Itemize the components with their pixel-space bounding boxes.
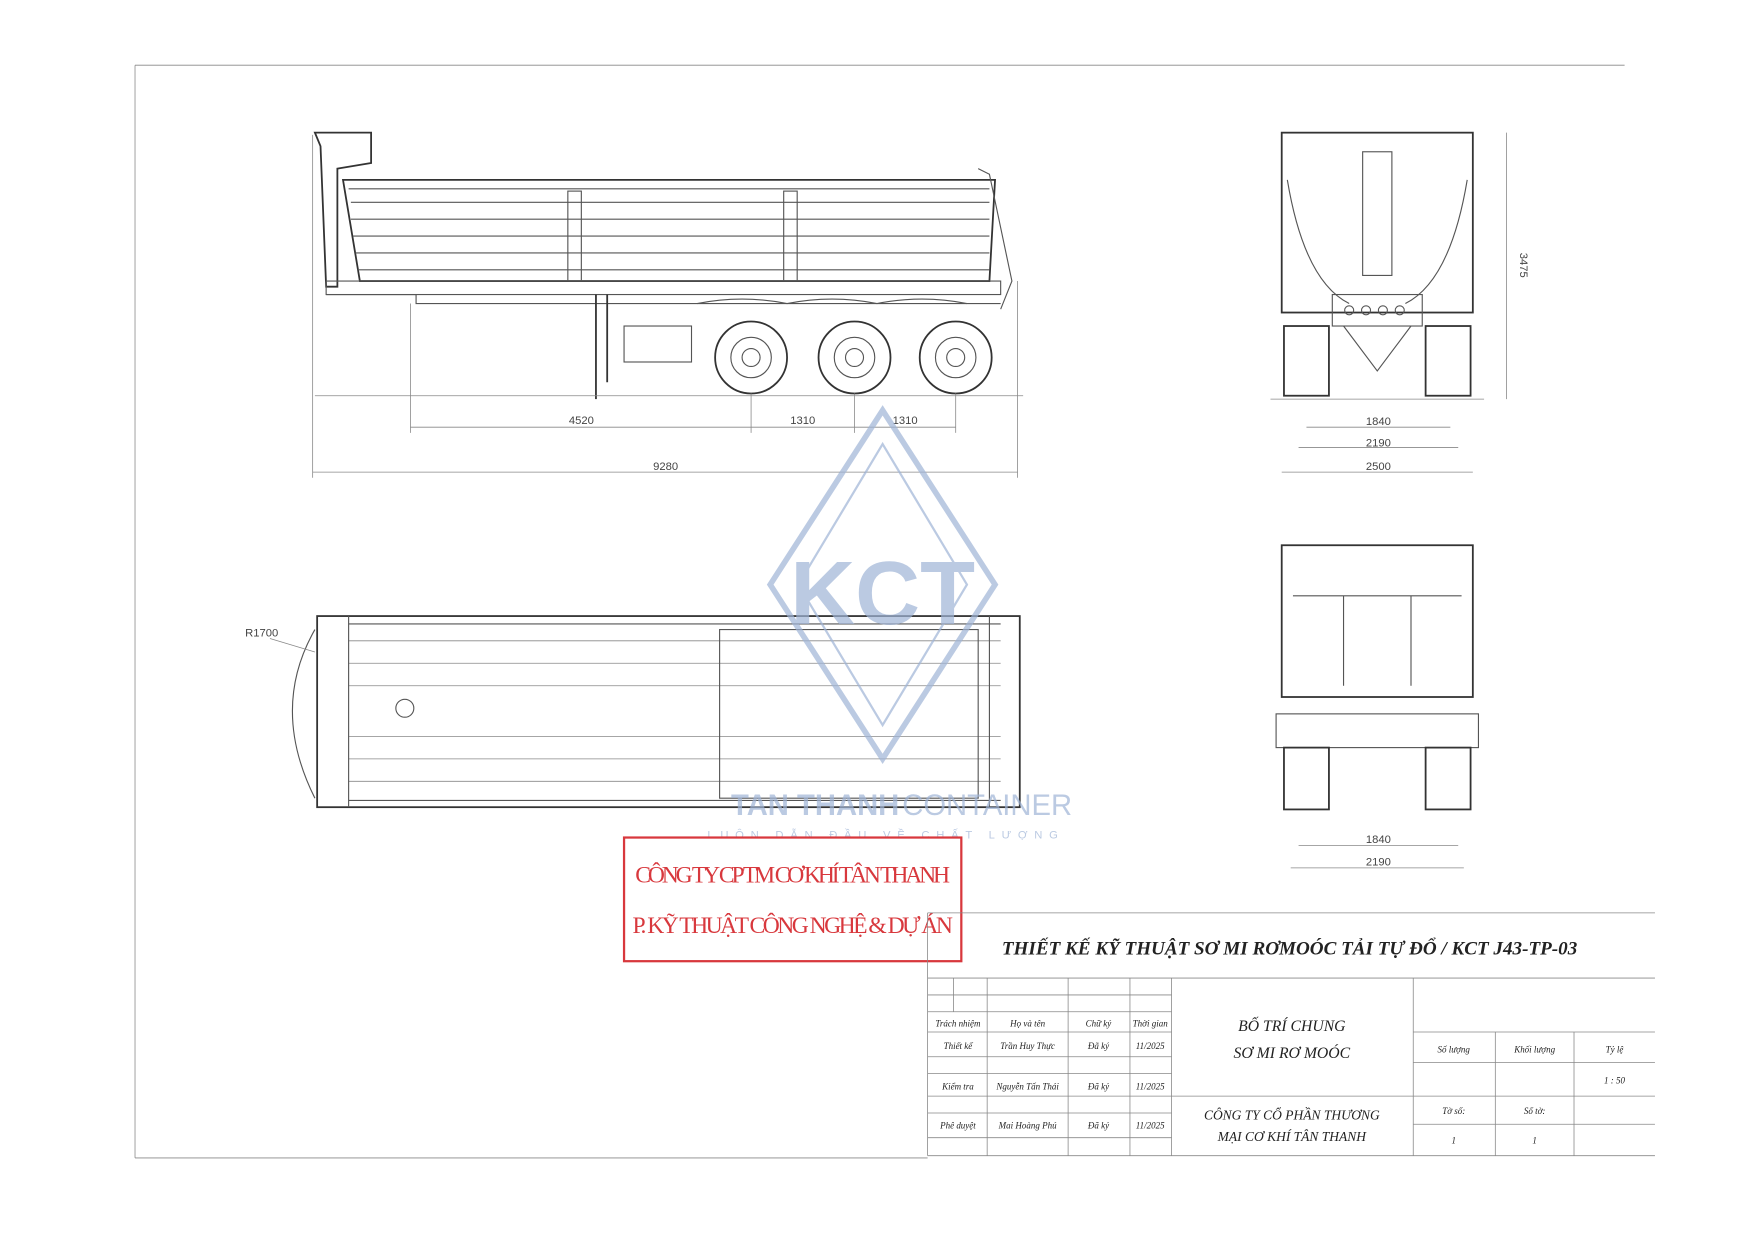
- company-stamp: CÔNG TY CP TM CƠ KHÍ TÂN THANH P. KỸ THU…: [622, 836, 963, 963]
- quantity-label: Số lượng: [1438, 1044, 1471, 1054]
- row-person: Trần Huy Thực: [1000, 1041, 1055, 1051]
- company-name-2: MẠI CƠ KHÍ TÂN THANH: [1217, 1129, 1368, 1144]
- dim-2190-rear: 2190: [1366, 437, 1391, 449]
- header-name: Họ và tên: [1009, 1018, 1045, 1028]
- drawing-name-2: SƠ MI RƠ MOÓC: [1234, 1043, 1351, 1062]
- side-ribs: [350, 190, 990, 282]
- row-role: Phê duyệt: [939, 1121, 976, 1131]
- top-view: R1700: [245, 615, 1021, 809]
- header-responsibility: Trách nhiệm: [935, 1018, 981, 1028]
- dim-1310-b: 1310: [893, 415, 918, 427]
- dim-1840-front: 1840: [1366, 834, 1391, 846]
- row-date: 11/2025: [1136, 1121, 1165, 1131]
- title-block: THIẾT KẾ KỸ THUẬT SƠ MI RƠMOÓC TẢI TỰ ĐỔ…: [927, 912, 1655, 1157]
- watermark-kct: KCT: [790, 544, 975, 644]
- row-date: 11/2025: [1136, 1081, 1165, 1091]
- dim-3475: 3475: [1517, 253, 1529, 278]
- row-signature: Đã ký: [1087, 1041, 1109, 1051]
- dim-9280: 9280: [653, 461, 678, 473]
- company-name-1: CÔNG TY CỔ PHẦN THƯƠNG: [1204, 1108, 1380, 1123]
- mass-label: Khối lượng: [1513, 1044, 1555, 1054]
- side-view: 4520 1310 1310 9280: [312, 131, 1024, 478]
- row-person: Nguyễn Tấn Thái: [995, 1081, 1059, 1091]
- dim-1840-rear: 1840: [1366, 416, 1391, 428]
- rear-dimensions: 1840 2190 2500 3475: [1281, 132, 1529, 473]
- side-dimensions: 4520 1310 1310 9280: [312, 134, 1018, 478]
- row-role: Kiểm tra: [941, 1081, 974, 1091]
- dim-2190-front: 2190: [1366, 857, 1391, 869]
- row-date: 11/2025: [1136, 1041, 1165, 1051]
- radius-label: R1700: [245, 627, 278, 639]
- sheet-number-label: Tờ số:: [1442, 1106, 1465, 1116]
- scale-label: Tỷ lệ: [1606, 1044, 1625, 1054]
- row-person: Mai Hoàng Phú: [998, 1121, 1057, 1131]
- dim-4520: 4520: [569, 415, 594, 427]
- sheet-border: [134, 64, 1625, 1159]
- drawing-name-1: BỐ TRÍ CHUNG: [1238, 1016, 1346, 1035]
- watermark-brand-2: CONTAINER: [902, 790, 1072, 822]
- stamp-line-2: P. KỸ THUẬT CÔNG NGHỆ & DỰ ÁN: [632, 912, 952, 939]
- watermark-brand-1: TAN THANH: [731, 790, 899, 822]
- front-view: 1840 2190: [1275, 544, 1480, 869]
- row-signature: Đã ký: [1087, 1081, 1109, 1091]
- header-date: Thời gian: [1133, 1018, 1169, 1028]
- wheels: [714, 320, 993, 395]
- sheet-number-value: 1: [1451, 1135, 1456, 1145]
- rear-view: 1840 2190 2500 3475: [1270, 131, 1529, 473]
- row-role: Thiết kế: [944, 1041, 975, 1051]
- row-signature: Đã ký: [1087, 1121, 1109, 1131]
- scale-value: 1 : 50: [1604, 1076, 1625, 1086]
- watermark-logo: KCT TAN THANH CONTAINER LUÔN DẪN ĐẦU VỀ …: [707, 405, 1072, 842]
- dim-1310-a: 1310: [790, 415, 815, 427]
- header-signature: Chữ ký: [1086, 1018, 1112, 1028]
- sheet-count-value: 1: [1532, 1135, 1537, 1145]
- watermark-slogan: LUÔN DẪN ĐẦU VỀ CHẤT LƯỢNG: [707, 829, 1064, 842]
- dim-2500-rear: 2500: [1366, 461, 1391, 473]
- sheet-count-label: Số tờ:: [1524, 1106, 1546, 1116]
- stamp-line-1: CÔNG TY CP TM CƠ KHÍ TÂN THANH: [635, 862, 950, 889]
- drawing-title: THIẾT KẾ KỸ THUẬT SƠ MI RƠMOÓC TẢI TỰ ĐỔ…: [1002, 937, 1578, 959]
